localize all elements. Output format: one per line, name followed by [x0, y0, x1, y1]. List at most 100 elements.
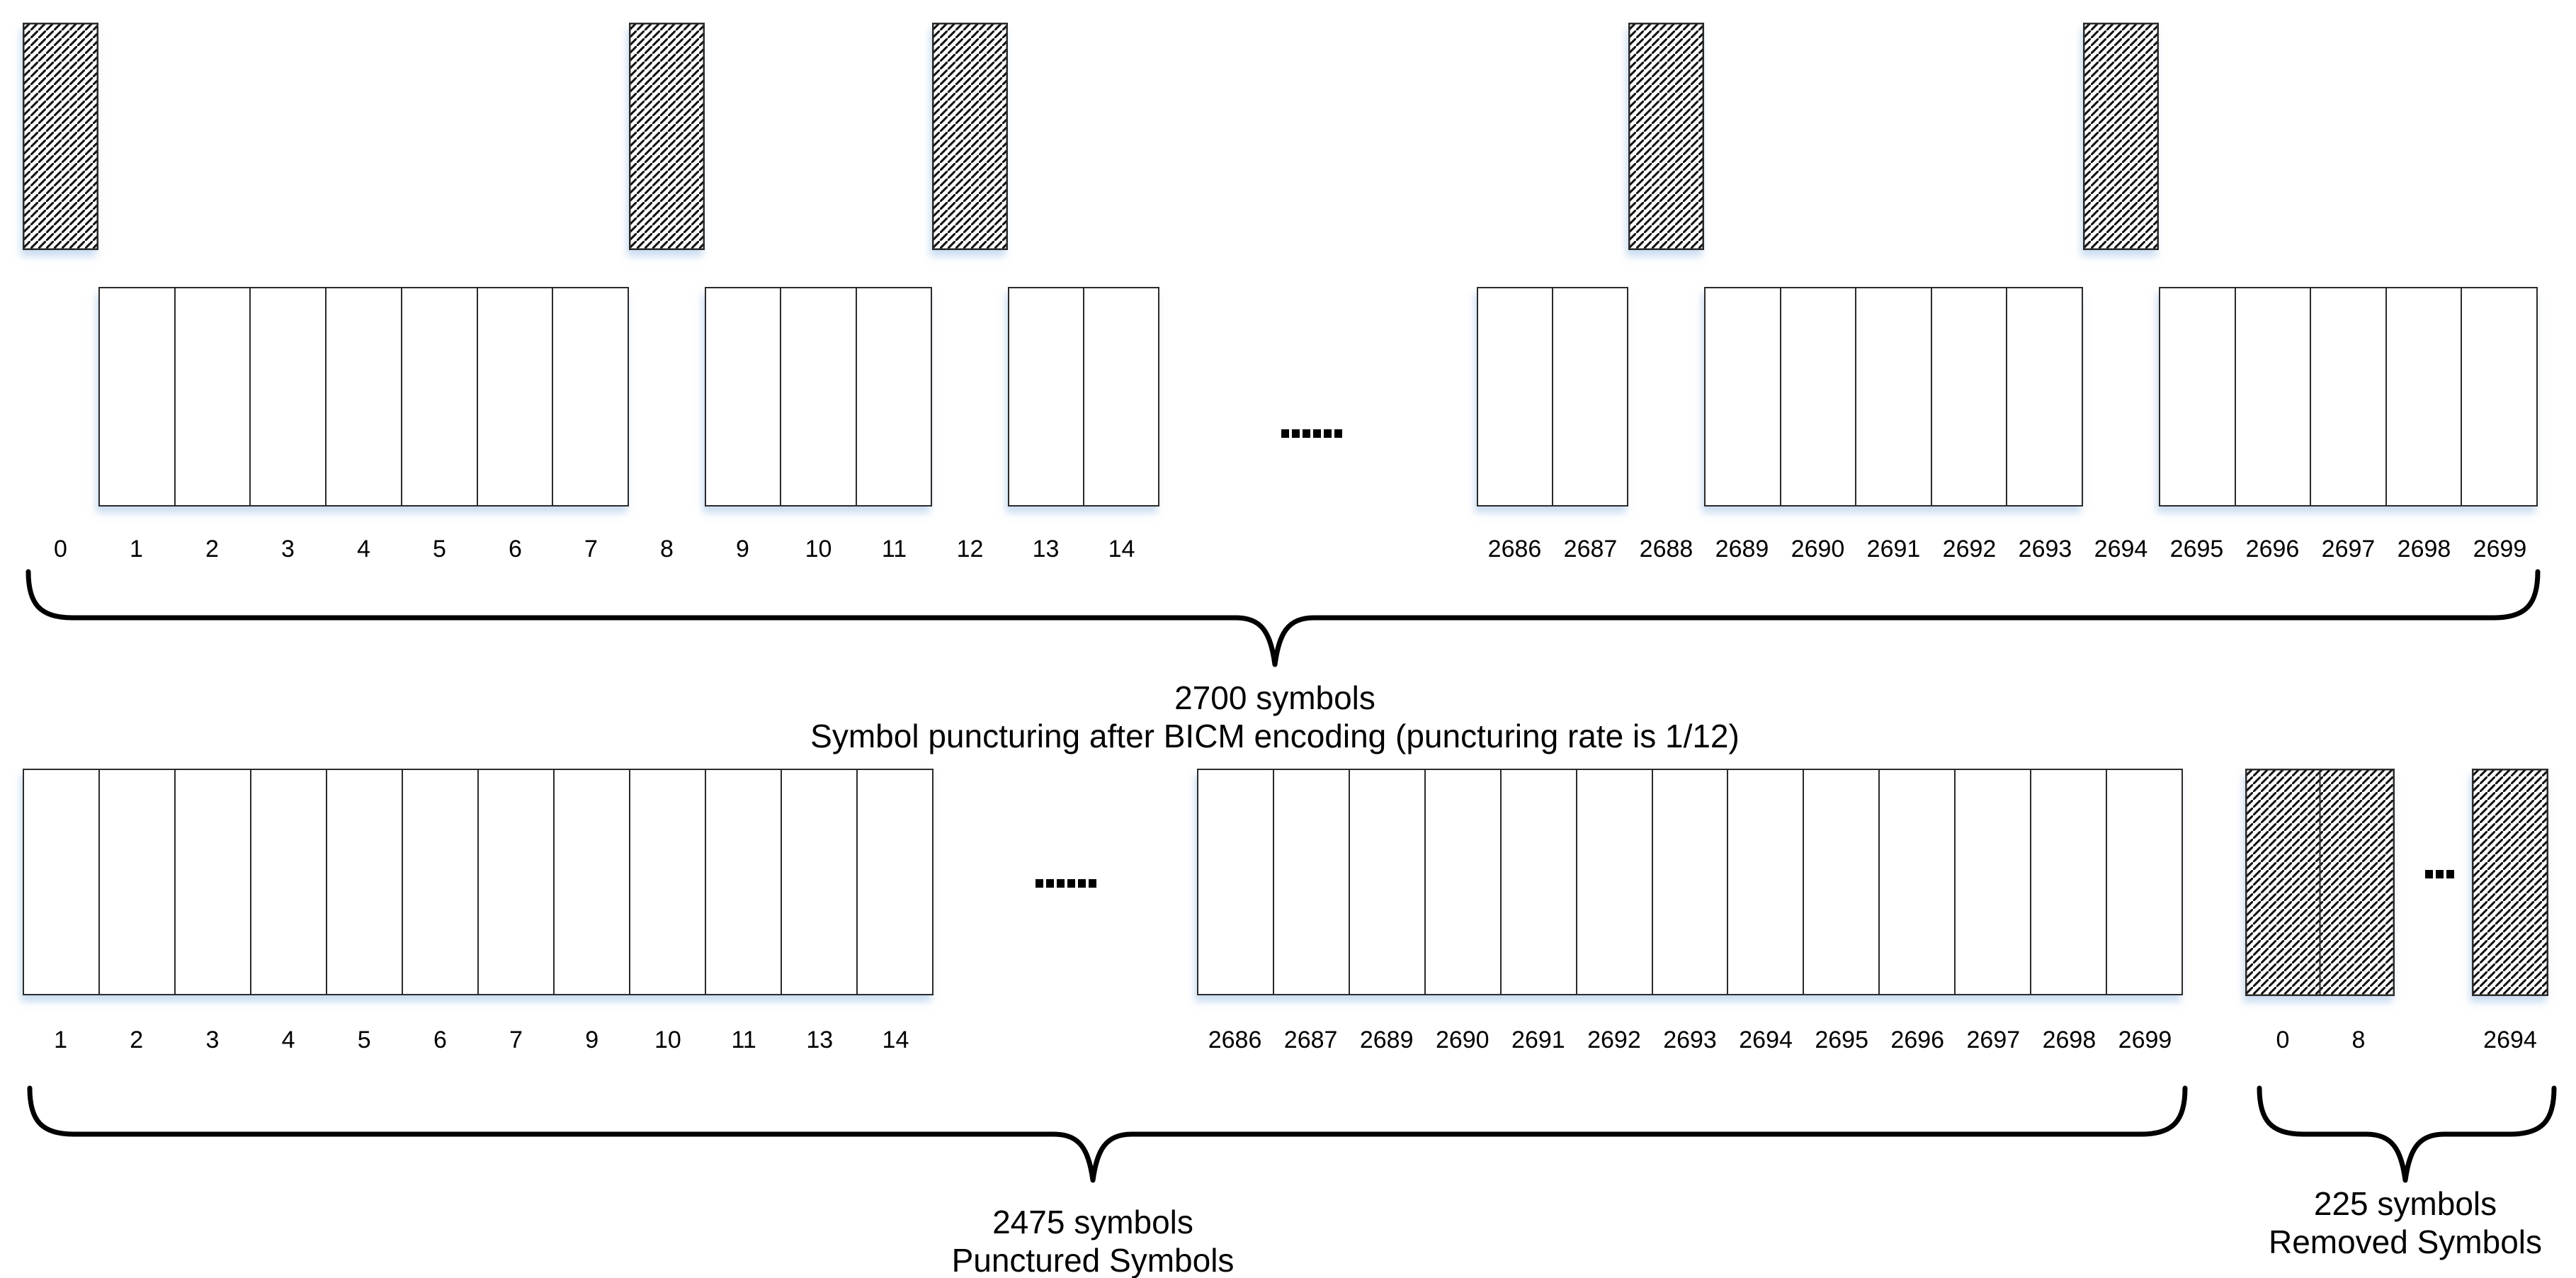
punctured-symbol-cell-13	[782, 770, 858, 994]
punctured-symbol-cell-2686	[1198, 770, 1274, 994]
top-index-label-0: 0	[54, 536, 67, 562]
punctured-symbol-cell-2696	[1880, 770, 1956, 994]
top-index-label-2695: 2695	[2169, 536, 2224, 562]
top-index-label-11: 11	[881, 536, 907, 562]
bottom-index-label-13: 13	[806, 1027, 834, 1053]
ellipsis-dot-icon	[1057, 879, 1065, 888]
top-symbol-group	[98, 287, 629, 507]
bottom-index-label-2689: 2689	[1359, 1027, 1414, 1053]
top-index-label-2689: 2689	[1715, 536, 1769, 562]
bottom-index-label-2687: 2687	[1283, 1027, 1338, 1053]
punctured-symbol-box-8	[629, 23, 705, 250]
bottom-index-label-10: 10	[654, 1027, 681, 1053]
bottom-index-label-2699: 2699	[2118, 1027, 2172, 1053]
top-ellipsis-icon	[1281, 429, 1342, 438]
ellipsis-dot-icon	[1324, 429, 1332, 438]
punctured-symbol-cell-3	[176, 770, 251, 994]
top-symbol-group	[2159, 287, 2538, 507]
top-index-label-2698: 2698	[2397, 536, 2451, 562]
removed-caption-line2: Removed Symbols	[2268, 1223, 2543, 1260]
bottom-index-label-2696: 2696	[1890, 1027, 1945, 1053]
top-symbol-cell-3	[251, 288, 327, 505]
bottom-index-label-2697: 2697	[1966, 1027, 2021, 1053]
punctured-symbol-group	[23, 769, 934, 995]
top-index-label-2687: 2687	[1563, 536, 1618, 562]
top-index-label-2699: 2699	[2473, 536, 2527, 562]
top-index-label-14: 14	[1108, 536, 1135, 562]
top-index-label-2694: 2694	[2094, 536, 2148, 562]
removed-index-label-2694: 2694	[2483, 1027, 2537, 1053]
removed-symbol-box-2694	[2472, 769, 2548, 996]
punctured-symbol-cell-5	[327, 770, 403, 994]
top-symbol-cell-1	[100, 288, 176, 505]
punctured-symbol-box-2688	[1628, 23, 1704, 250]
punctured-symbol-cell-2691	[1501, 770, 1577, 994]
ellipsis-dot-icon	[1078, 879, 1086, 888]
top-symbol-cell-2687	[1553, 288, 1627, 505]
bottom-index-label-2686: 2686	[1208, 1027, 1262, 1053]
top-index-label-12: 12	[956, 536, 984, 562]
top-index-label-1: 1	[130, 536, 143, 562]
bottom-index-label-2698: 2698	[2042, 1027, 2096, 1053]
ellipsis-dot-icon	[1334, 429, 1342, 438]
top-symbol-cell-2699	[2462, 288, 2536, 505]
top-symbol-cell-2695	[2160, 288, 2236, 505]
top-brace-caption-line1: 2700 symbols	[1174, 679, 1375, 716]
top-index-label-2693: 2693	[2018, 536, 2072, 562]
punctured-symbol-cell-2690	[1425, 770, 1502, 994]
bottom-index-label-2694: 2694	[1739, 1027, 1793, 1053]
punctured-symbol-cell-11	[706, 770, 782, 994]
top-index-label-9: 9	[736, 536, 749, 562]
punctured-symbol-cell-4	[251, 770, 327, 994]
top-index-label-2692: 2692	[1942, 536, 1997, 562]
punctured-symbol-cell-9	[555, 770, 630, 994]
punctured-brace	[27, 1085, 2188, 1183]
punctured-symbol-box-12	[932, 23, 1008, 250]
top-index-label-8: 8	[660, 536, 674, 562]
top-symbol-group	[1008, 287, 1159, 507]
punctured-symbol-cell-2698	[2031, 770, 2108, 994]
punctured-symbol-box-0	[23, 23, 98, 250]
top-symbol-cell-9	[706, 288, 782, 505]
top-symbol-cell-7	[553, 288, 628, 505]
top-index-label-6: 6	[509, 536, 522, 562]
removed-caption-line1: 225 symbols	[2313, 1185, 2497, 1222]
removed-ellipsis-icon	[2424, 870, 2454, 878]
top-index-label-2: 2	[205, 536, 219, 562]
bottom-index-label-6: 6	[433, 1027, 447, 1053]
top-symbol-cell-5	[402, 288, 478, 505]
punctured-symbol-cell-2692	[1577, 770, 1653, 994]
punctured-symbol-cell-2687	[1273, 770, 1350, 994]
punctured-caption: 2475 symbols Punctured Symbols	[952, 1203, 1235, 1278]
bottom-index-label-11: 11	[731, 1027, 756, 1053]
bottom-index-label-2691: 2691	[1511, 1027, 1565, 1053]
top-index-label-2697: 2697	[2321, 536, 2376, 562]
punctured-symbol-cell-2697	[1956, 770, 2032, 994]
top-index-label-5: 5	[433, 536, 446, 562]
ellipsis-dot-icon	[2435, 870, 2444, 878]
punctured-symbol-cell-2699	[2107, 770, 2181, 994]
bottom-index-label-4: 4	[281, 1027, 295, 1053]
top-index-label-7: 7	[584, 536, 598, 562]
top-symbol-cell-2696	[2235, 288, 2312, 505]
punctured-symbol-cell-7	[479, 770, 555, 994]
punctured-symbol-cell-2694	[1728, 770, 1805, 994]
top-symbol-group	[705, 287, 932, 507]
top-brace-caption: 2700 symbols Symbol puncturing after BIC…	[810, 679, 1740, 755]
ellipsis-dot-icon	[1313, 429, 1321, 438]
punctured-symbol-cell-10	[630, 770, 706, 994]
removed-caption: 225 symbols Removed Symbols	[2269, 1184, 2542, 1261]
bottom-index-label-2690: 2690	[1435, 1027, 1490, 1053]
punctured-symbol-cell-2	[100, 770, 176, 994]
top-symbol-cell-14	[1084, 288, 1158, 505]
removed-index-label-8: 8	[2351, 1027, 2366, 1053]
top-symbol-cell-11	[856, 288, 931, 505]
top-symbol-cell-10	[781, 288, 857, 505]
bottom-index-label-7: 7	[509, 1027, 523, 1053]
punctured-symbol-cell-6	[403, 770, 479, 994]
top-brace	[25, 569, 2541, 667]
removed-symbol-box-0-8	[2245, 769, 2395, 996]
bottom-index-label-5: 5	[357, 1027, 371, 1053]
punctured-caption-line1: 2475 symbols	[992, 1204, 1193, 1240]
